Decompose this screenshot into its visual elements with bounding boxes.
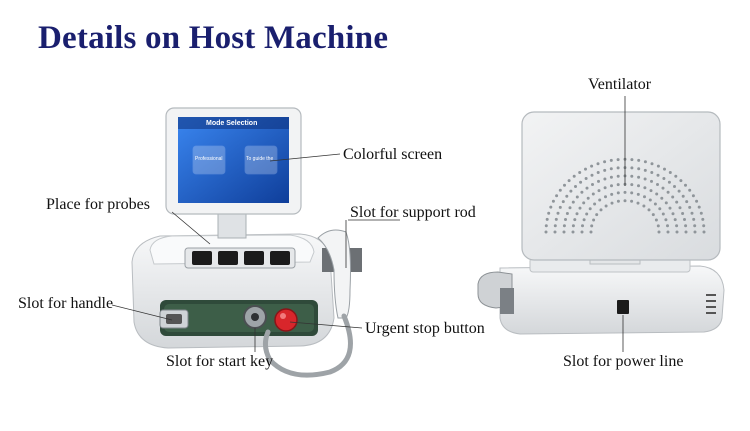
front-screen [178,117,289,203]
base-vent-slits [706,294,716,314]
power-line-slot [617,300,629,314]
screen-button-right-text: To guide the [246,156,274,162]
label-slot-for-start-key: Slot for start key [166,353,274,370]
label-place-for-probes: Place for probes [46,196,150,213]
front-device [111,107,400,378]
screen-button-professional [192,145,226,175]
ventilator-holes [544,157,706,234]
back-base [499,265,725,335]
label-ventilator: Ventilator [588,76,652,93]
label-slot-support-rod: Slot for support rod [350,204,476,221]
back-monitor [521,111,721,261]
back-device [477,96,725,352]
label-urgent-stop-button: Urgent stop button [365,320,485,337]
handpiece [317,229,351,319]
screen-support-neck [217,209,247,239]
urgent-stop-button [274,308,298,332]
screen-header-text: Mode Selection [206,120,258,127]
probe-slots [184,247,296,269]
page-title: Details on Host Machine [38,20,389,56]
handpiece-cable [262,313,353,378]
label-slot-for-power-line: Slot for power line [563,353,684,370]
screen-button-left-text: Professional [195,156,223,162]
label-slot-for-handle: Slot for handle [18,295,114,312]
label-colorful-screen: Colorful screen [343,146,443,163]
